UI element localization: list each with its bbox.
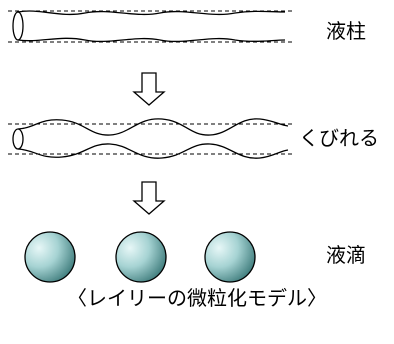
- droplet: [24, 231, 76, 283]
- liquid-column-label: 液柱: [326, 19, 366, 43]
- necking-label: くびれる: [299, 126, 379, 150]
- necking-lower-surface: [17, 143, 289, 159]
- droplet: [204, 231, 256, 283]
- liquid-column-stage: [8, 10, 293, 43]
- diagram-caption: 〈レイリーの微粒化モデル〉: [67, 286, 327, 310]
- nozzle-opening-icon: [12, 11, 24, 41]
- necking-stage: [8, 118, 293, 159]
- droplets-label: 液滴: [326, 243, 366, 267]
- down-arrow-icon: [132, 72, 166, 106]
- nozzle-opening-icon: [12, 128, 24, 150]
- column-upper-surface: [17, 10, 286, 16]
- droplets-stage: [24, 231, 256, 283]
- necking-upper-surface: [17, 118, 289, 136]
- column-lower-surface: [17, 37, 286, 43]
- droplet: [115, 231, 167, 283]
- down-arrow-icon: [132, 181, 166, 215]
